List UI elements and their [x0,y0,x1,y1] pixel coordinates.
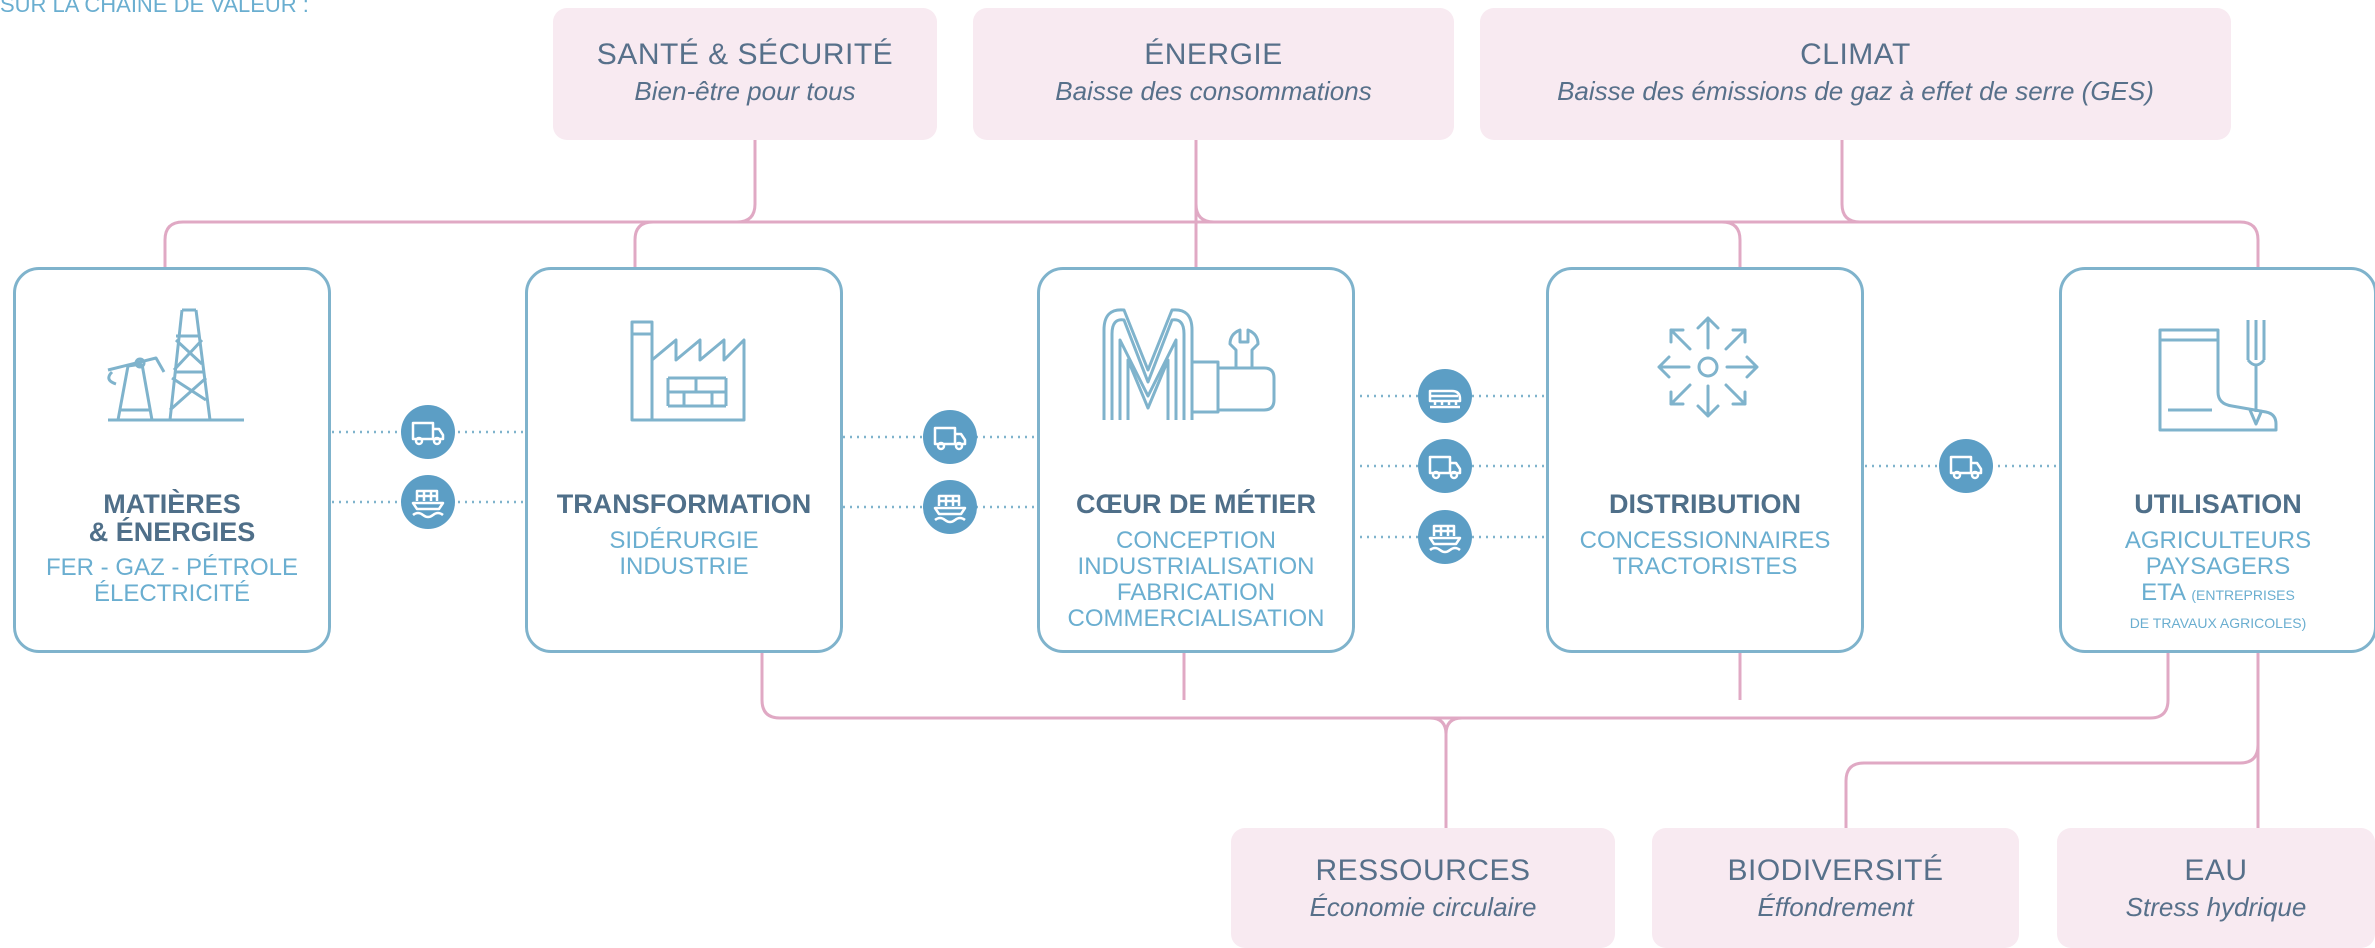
impact-title: RESSOURCES [1315,854,1531,887]
stage-detail-small: DE TRAVAUX AGRICOLES) [2129,615,2307,631]
impact-eau: EAU Stress hydrique [2057,828,2375,948]
impact-title: EAU [2184,854,2248,887]
impact-title: CLIMAT [1800,38,1911,71]
stage-detail-line: SIDÉRURGIE [609,527,759,554]
impact-subtitle: Économie circulaire [1309,892,1537,922]
section-heading-fragment: SUR LA CHAÎNE DE VALEUR : [0,0,309,17]
stage-details: AGRICULTEURS PAYSAGERS ETA (ENTREPRISES … [2062,528,2374,636]
stage-title-line: MATIÈRES [103,489,241,519]
stage-utilisation: UTILISATION AGRICULTEURS PAYSAGERS ETA (… [2059,267,2375,653]
stage-detail-line: CONCESSIONNAIRES [1579,527,1831,554]
distribution-arrows-icon [1549,300,1861,450]
impact-subtitle: Baisse des émissions de gaz à effet de s… [1557,76,2154,106]
impact-title: ÉNERGIE [1144,38,1283,71]
factory-icon [528,300,840,450]
stage-title: MATIÈRES & ÉNERGIES [16,490,328,546]
impact-title: SANTÉ & SÉCURITÉ [596,38,894,71]
stage-coeur-de-metier: CŒUR DE MÉTIER CONCEPTION INDUSTRIALISAT… [1037,267,1355,653]
stage-detail-line: ÉLECTRICITÉ [93,580,251,607]
impact-subtitle: Baisse des consommations [1055,76,1372,106]
impact-biodiversite: BIODIVERSITÉ Éffondrement [1652,828,2019,948]
stage-detail-line: COMMERCIALISATION [1067,605,1325,632]
stage-detail-line: PAYSAGERS [2145,553,2291,580]
ship-icon [1418,510,1472,564]
stage-detail-line: CONCEPTION [1115,527,1276,554]
impact-climat: CLIMAT Baisse des émissions de gaz à eff… [1480,8,2231,140]
impact-sante-securite: SANTÉ & SÉCURITÉ Bien-être pour tous [553,8,937,140]
stage-title: TRANSFORMATION [556,489,812,519]
stage-title: UTILISATION [2134,489,2302,519]
stage-detail-line: FER - GAZ - PÉTROLE [45,554,299,581]
stage-matieres-energies: MATIÈRES & ÉNERGIES FER - GAZ - PÉTROLE … [13,267,331,653]
impact-subtitle: Stress hydrique [2125,892,2307,922]
stage-title: DISTRIBUTION [1609,489,1801,519]
boot-fork-icon [2062,300,2374,450]
stage-title: CŒUR DE MÉTIER [1075,489,1316,519]
train-icon [1418,369,1472,423]
truck-icon [923,410,977,464]
stage-detail-small: (ENTREPRISES [2191,587,2295,603]
stage-detail-line: TRACTORISTES [1612,553,1798,580]
stage-details: SIDÉRURGIE INDUSTRIE [528,528,840,580]
stage-details: CONCEPTION INDUSTRIALISATION FABRICATION… [1040,528,1352,632]
ship-icon [401,475,455,529]
m-logo-wrench-icon [1040,300,1352,450]
impact-subtitle: Éffondrement [1757,892,1914,922]
stage-detail-line: INDUSTRIE [619,553,749,580]
stage-transformation: TRANSFORMATION SIDÉRURGIE INDUSTRIE [525,267,843,653]
ship-icon [923,480,977,534]
stage-title-line: & ÉNERGIES [88,517,256,547]
stage-detail-line: ETA [2141,579,2185,606]
stage-detail-line: FABRICATION [1116,579,1276,606]
truck-icon [401,405,455,459]
impact-subtitle: Bien-être pour tous [634,76,856,106]
impact-title: BIODIVERSITÉ [1727,854,1944,887]
stage-distribution: DISTRIBUTION CONCESSIONNAIRES TRACTORIST… [1546,267,1864,653]
stage-details: CONCESSIONNAIRES TRACTORISTES [1549,528,1861,580]
stage-details: FER - GAZ - PÉTROLE ÉLECTRICITÉ [16,555,328,607]
truck-icon [1418,439,1472,493]
stage-detail-line: AGRICULTEURS [2124,527,2312,554]
impact-ressources: RESSOURCES Économie circulaire [1231,828,1615,948]
impact-energie: ÉNERGIE Baisse des consommations [973,8,1454,140]
stage-detail-line: INDUSTRIALISATION [1077,553,1315,580]
truck-icon [1939,439,1993,493]
oil-pump-icon [16,300,328,450]
